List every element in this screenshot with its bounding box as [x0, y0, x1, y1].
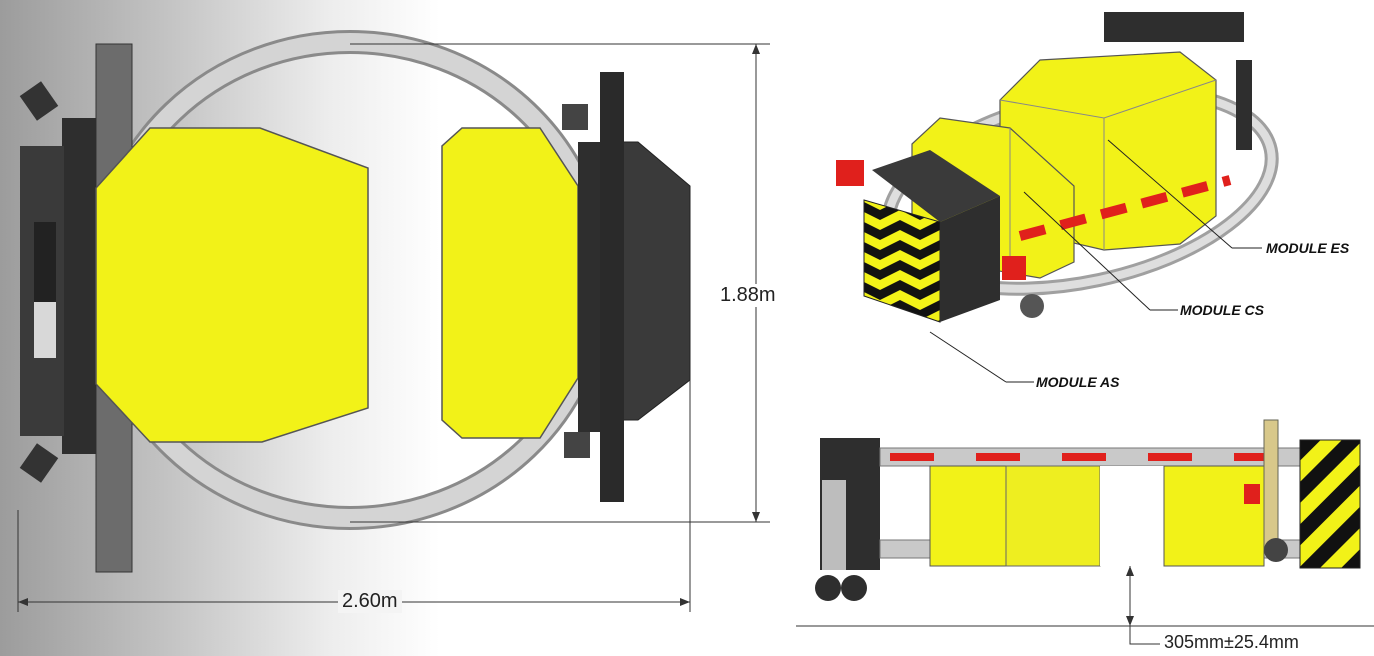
module-as-label: MODULE AS — [1036, 374, 1120, 390]
iso-reflector-left — [836, 160, 864, 186]
width-label: 2.60m — [338, 590, 402, 613]
module-es-label: MODULE ES — [1266, 240, 1350, 256]
left-back-frame — [62, 118, 96, 454]
light-bottom-right — [564, 432, 590, 458]
left-motor — [34, 222, 56, 302]
side-wheel-right — [841, 575, 867, 601]
left-cylinder — [34, 302, 56, 358]
side-module-es — [1163, 465, 1265, 567]
side-chevron-face — [1299, 439, 1361, 569]
callout-es — [1107, 139, 1233, 249]
callout-cs — [1023, 191, 1151, 311]
side-module-cs-left — [1005, 465, 1101, 567]
side-wheel-left — [815, 575, 841, 601]
side-view — [796, 419, 1374, 645]
ground-clearance-label: 305mm±25.4mm — [1164, 632, 1299, 652]
height-label: 1.88m — [718, 284, 778, 307]
iso-wheel — [1020, 294, 1044, 318]
iso-reflector-rail — [1018, 175, 1232, 241]
module-cs-top — [441, 127, 579, 439]
side-red-sticker — [1244, 484, 1260, 504]
side-wheel-front — [1264, 538, 1288, 562]
side-gap — [1100, 466, 1164, 566]
top-view — [17, 30, 770, 612]
iso-reflector-right — [1002, 256, 1026, 280]
iso-back-frame — [1104, 12, 1244, 42]
module-as-iso-face — [863, 199, 941, 323]
module-callouts — [929, 139, 1262, 383]
module-cs-label: MODULE CS — [1180, 302, 1264, 318]
callout-as — [929, 331, 1007, 383]
light-top-right — [562, 104, 588, 130]
light-bottom-left — [19, 443, 59, 483]
module-as-top — [95, 127, 369, 443]
module-as-iso-top — [872, 150, 1000, 222]
isometric-view — [836, 12, 1279, 323]
light-top-left — [19, 81, 59, 121]
right-end-plate — [600, 72, 624, 502]
